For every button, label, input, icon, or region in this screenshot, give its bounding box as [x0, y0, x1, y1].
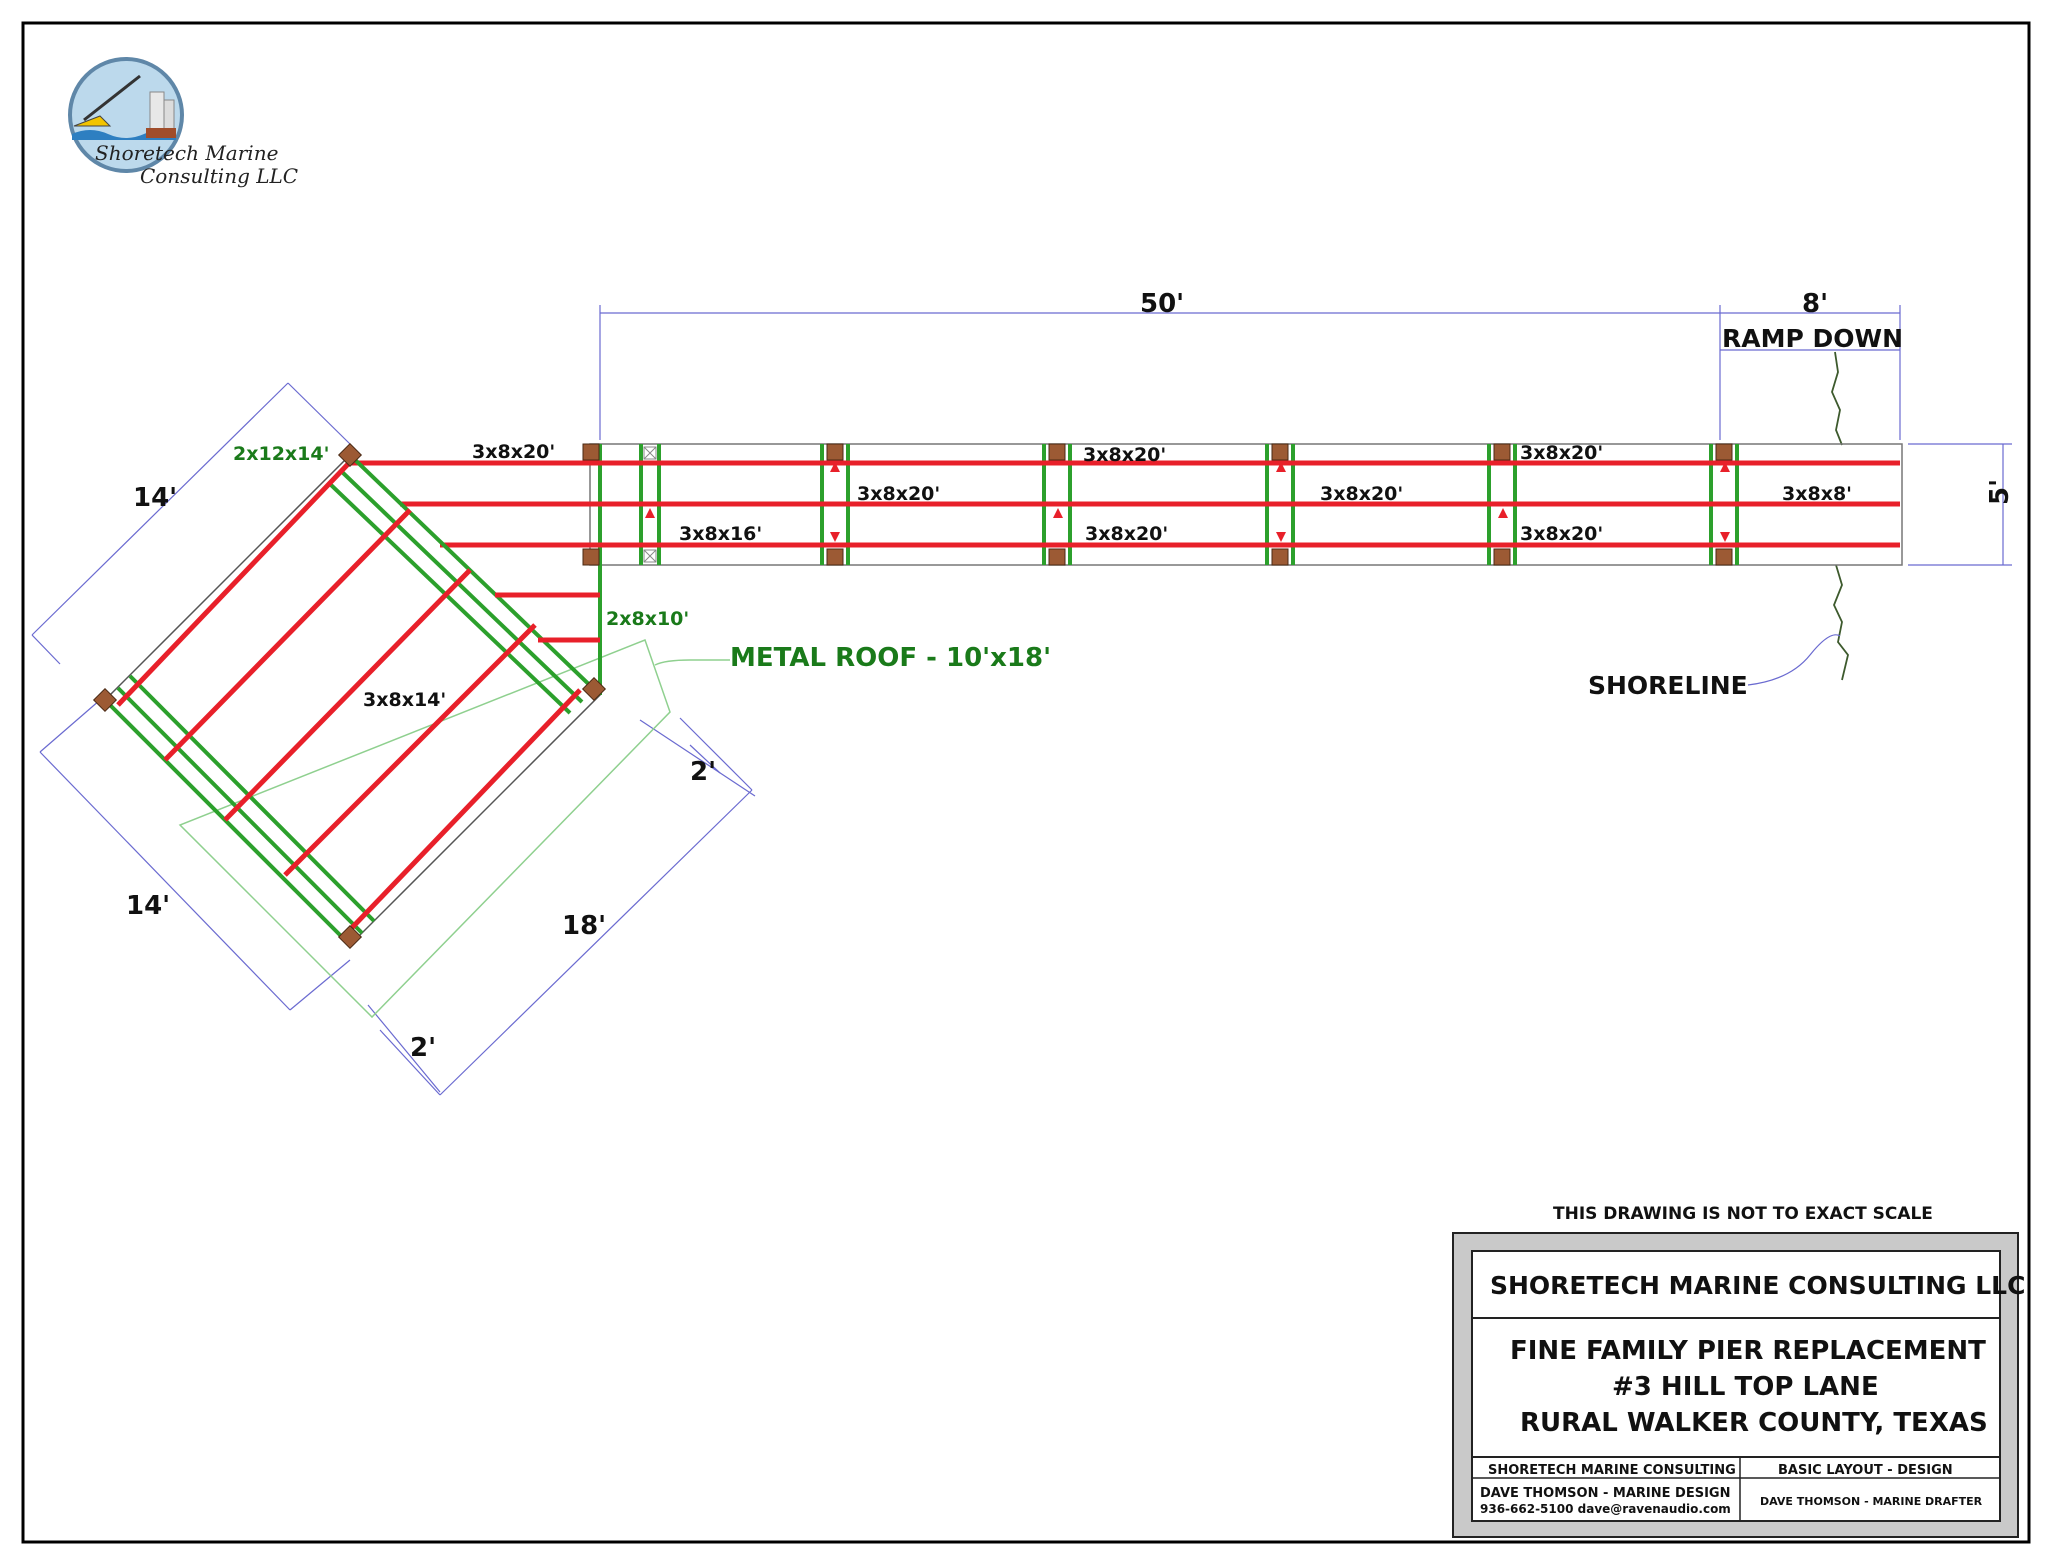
sheet-border — [21, 21, 2031, 1544]
title-designer: DAVE THOMSON - MARINE DESIGN — [1480, 1486, 1730, 1501]
ramp-down-label: RAMP DOWN — [1722, 324, 1903, 353]
title-project-line3: RURAL WALKER COUNTY, TEXAS — [1520, 1408, 1988, 1438]
title-drafter: DAVE THOMSON - MARINE DRAFTER — [1760, 1495, 1983, 1508]
shoreline-curve — [1831, 351, 1849, 681]
lumber-label-4: 3x8x20' — [857, 483, 940, 505]
pier-walkway — [350, 443, 1903, 660]
dim-roof-overhang-bottom: 2' — [410, 1033, 436, 1063]
logo-circle-icon — [68, 57, 184, 173]
lumber-label-7: 3x8x20' — [1520, 523, 1603, 545]
logo-text-line2: Consulting LLC — [140, 164, 298, 188]
shoreline-label: SHORELINE — [1588, 671, 1748, 700]
dim-roof-overhang-right: 2' — [690, 757, 716, 787]
title-firm: SHORETECH MARINE CONSULTING — [1488, 1463, 1736, 1478]
shoreline-leader — [1747, 634, 1841, 686]
title-project-line1: FINE FAMILY PIER REPLACEMENT — [1510, 1336, 1986, 1366]
company-logo: Shoretech Marine Consulting LLC — [68, 57, 298, 188]
lumber-label-8: 3x8x16' — [679, 523, 762, 545]
title-contact: 936-662-5100 dave@ravenaudio.com — [1480, 1502, 1731, 1516]
lumber-label-11: 2x12x14' — [233, 443, 329, 465]
lumber-label-2: 3x8x20' — [1083, 444, 1166, 466]
dimension-lines — [31, 305, 2012, 1096]
roof-outline — [178, 639, 671, 1019]
dim-roof-length: 18' — [562, 911, 606, 941]
dim-deck-side-top: 14' — [133, 483, 177, 513]
lumber-label-12: 2x8x10' — [606, 608, 689, 630]
lumber-label-6: 3x8x20' — [1085, 523, 1168, 545]
scale-note: THIS DRAWING IS NOT TO EXACT SCALE — [1553, 1204, 1933, 1224]
title-sheet-type: BASIC LAYOUT - DESIGN — [1778, 1463, 1953, 1478]
logo-text-line1: Shoretech Marine — [95, 141, 278, 165]
roof-label: METAL ROOF - 10'x18' — [730, 643, 1051, 673]
lumber-label-3: 3x8x20' — [1520, 442, 1603, 464]
lumber-label-10: 3x8x14' — [363, 689, 446, 711]
dim-pier-width: 5' — [1985, 479, 2015, 505]
title-block: SHORETECH MARINE CONSULTING LLC FINE FAM… — [1452, 1232, 2025, 1538]
title-project-line2: #3 HILL TOP LANE — [1612, 1372, 1879, 1402]
lumber-label-1: 3x8x20' — [472, 441, 555, 463]
lumber-label-5: 3x8x20' — [1320, 483, 1403, 505]
dim-deck-side-bottom: 14' — [126, 891, 170, 921]
title-company: SHORETECH MARINE CONSULTING LLC — [1490, 1271, 2025, 1300]
lumber-label-9: 3x8x8' — [1782, 483, 1852, 505]
dim-pier-length: 50' — [1140, 289, 1184, 319]
dim-ramp-length: 8' — [1802, 289, 1828, 319]
rotated-deck — [92, 442, 730, 1019]
